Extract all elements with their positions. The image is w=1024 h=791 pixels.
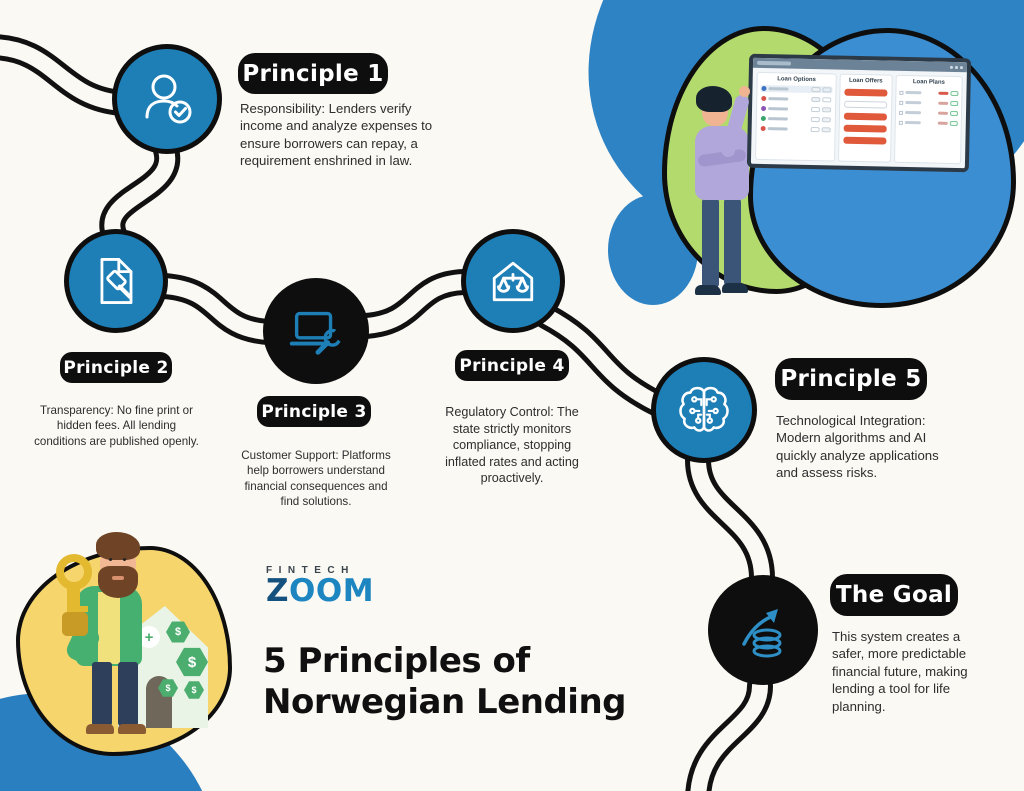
dollar-badge-icon	[184, 681, 204, 699]
laptop-wrench-icon	[289, 311, 346, 355]
logo-fintech-text: FINTECH	[266, 565, 355, 576]
man-hand	[62, 612, 88, 636]
person-shoe	[695, 285, 721, 295]
dollar-badge-icon	[176, 647, 208, 677]
man-beard	[98, 566, 138, 598]
principle-3-text: Customer Support: Platforms help borrowe…	[241, 449, 391, 508]
principle-2-node	[64, 229, 168, 333]
illustration-homeowner-scene	[0, 520, 270, 791]
man-mouth	[112, 576, 124, 580]
coins-growth-icon	[742, 609, 782, 658]
plus-badge-icon	[138, 626, 160, 648]
man-hair	[96, 532, 140, 560]
fintechzoom-logo: FINTECH ZOOM	[266, 565, 374, 607]
goal-text: This system creates a safer, more predic…	[832, 629, 968, 714]
man-eye	[123, 558, 126, 561]
title-line-2: Norwegian Lending	[263, 682, 627, 723]
user-check-icon	[145, 74, 192, 124]
man-leg	[118, 662, 138, 726]
man-eye	[109, 558, 112, 561]
document-gavel-icon	[100, 258, 133, 304]
goal-node	[708, 575, 818, 685]
page-title: 5 Principles of Norwegian Lending	[263, 641, 627, 724]
logo-zoom-text: ZOOM	[266, 573, 375, 609]
man-shirt	[98, 592, 120, 664]
person-hand	[739, 86, 750, 97]
person-leg	[724, 198, 741, 286]
principle-2-pill: Principle 2	[60, 352, 172, 383]
principle-5-pill: Principle 5	[775, 358, 927, 400]
person-shoe	[722, 283, 748, 293]
principle-1-text: Responsibility: Lenders verify income an…	[240, 101, 433, 169]
house-scales-icon	[492, 261, 534, 302]
dollar-badge-icon	[166, 621, 190, 643]
illustration-analyst-scene: Loan Options Loan Offers	[534, 0, 1024, 322]
principle-4-node	[461, 229, 565, 333]
brain-circuit-icon	[679, 386, 729, 432]
dollar-badge-icon	[158, 679, 178, 697]
man-shoe	[118, 724, 146, 734]
principle-1-pill: Principle 1	[238, 53, 388, 94]
man-leg	[92, 662, 112, 726]
person-leg	[702, 198, 719, 288]
principle-5-text: Technological Integration: Modern algori…	[776, 413, 939, 481]
golden-key-tooth	[80, 606, 88, 612]
principle-3-pill: Principle 3	[257, 396, 371, 427]
principle-3-node	[263, 278, 369, 384]
principle-4-pill: Principle 4	[455, 350, 569, 381]
principle-4-text: Regulatory Control: The state strictly m…	[445, 405, 579, 486]
goal-pill: The Goal	[830, 574, 958, 616]
man-shoe	[86, 724, 114, 734]
principle-5-node	[651, 357, 757, 463]
principle-2-text: Transparency: No fine print or hidden fe…	[34, 404, 199, 448]
title-line-1: 5 Principles of	[263, 641, 530, 681]
person-hair	[696, 86, 732, 112]
principle-1-node	[112, 44, 222, 154]
